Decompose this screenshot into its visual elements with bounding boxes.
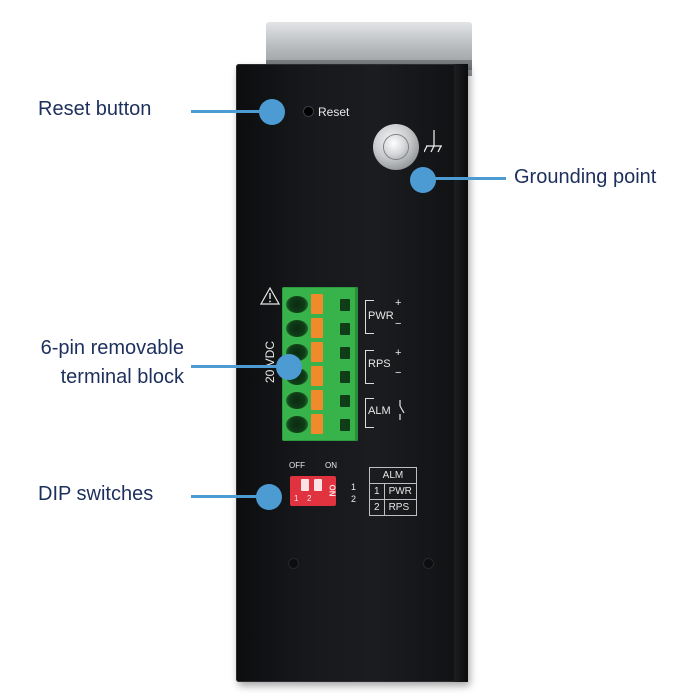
dip-number-2: 2	[307, 494, 312, 503]
alm-row-1-name: PWR	[383, 483, 417, 500]
pwr-bracket	[365, 300, 374, 334]
dip-row-1: 1	[351, 482, 357, 492]
terminal-lever-1	[311, 294, 323, 314]
dip-on-mark: ON	[327, 484, 337, 497]
terminal-screw-1	[286, 296, 308, 313]
alm-row-2-num: 2	[369, 499, 385, 516]
table-row: 1 PWR	[369, 483, 417, 500]
alm-bracket	[365, 398, 374, 428]
pwr-label: PWR	[368, 310, 394, 322]
alm-table-header: ALM	[369, 467, 417, 484]
terminal-screw-6	[286, 416, 308, 433]
terminal-lever-5	[311, 390, 323, 410]
terminal-screw-2	[286, 320, 308, 337]
dip-on-label: ON	[325, 461, 337, 470]
reset-button[interactable]	[304, 107, 313, 116]
mounting-foot-right	[423, 558, 434, 569]
callout-terminal-line2: terminal block	[60, 366, 184, 388]
alm-row-2-name: RPS	[383, 499, 417, 516]
callout-grounding-dot	[410, 167, 436, 193]
alm-table: ALM 1 PWR 2 RPS	[369, 467, 417, 516]
dip-off-label: OFF	[289, 461, 305, 470]
callout-terminal-dot	[276, 354, 302, 380]
relay-contact-icon	[399, 400, 405, 420]
terminal-lever-3	[311, 342, 323, 362]
terminal-wire-slot-3	[340, 347, 350, 359]
callout-terminal-line1: 6-pin removable	[40, 337, 184, 359]
terminal-screw-5	[286, 392, 308, 409]
terminal-wire-slot-1	[340, 299, 350, 311]
callout-dip: DIP switches	[38, 483, 154, 505]
dip-row-2: 2	[351, 494, 357, 504]
terminal-lever-4	[311, 366, 323, 386]
callout-grounding-line	[426, 177, 506, 180]
rps-label: RPS	[368, 358, 391, 370]
callout-terminal-line	[191, 365, 285, 368]
reset-label: Reset	[318, 105, 350, 119]
rps-bracket	[365, 350, 374, 384]
rps-positive: +	[395, 347, 402, 359]
terminal-wire-slot-2	[340, 323, 350, 335]
switch-panel-edge	[454, 64, 468, 682]
callout-dip-dot	[256, 484, 282, 510]
callout-reset-dot	[259, 99, 285, 125]
warning-icon	[260, 287, 280, 305]
callout-reset: Reset button	[38, 98, 152, 120]
voltage-label: 20 VDC	[263, 340, 277, 384]
pwr-positive: +	[395, 297, 402, 309]
pwr-negative: −	[395, 318, 402, 330]
ground-icon	[424, 130, 442, 153]
terminal-wire-slot-5	[340, 395, 350, 407]
dip-switch-1[interactable]	[301, 479, 309, 491]
alm-label: ALM	[368, 405, 391, 417]
terminal-lever-6	[311, 414, 323, 434]
callout-dip-line	[191, 495, 269, 498]
dip-switch[interactable]	[290, 476, 336, 506]
dip-number-1: 1	[294, 494, 299, 503]
terminal-wire-slot-4	[340, 371, 350, 383]
terminal-lever-2	[311, 318, 323, 338]
callout-grounding: Grounding point	[514, 166, 657, 188]
terminal-wire-slot-6	[340, 419, 350, 431]
dip-switch-2[interactable]	[314, 479, 322, 491]
callout-reset-line	[191, 110, 269, 113]
rps-negative: −	[395, 367, 402, 379]
alm-table-header-row: ALM	[369, 467, 417, 484]
mounting-foot-left	[288, 558, 299, 569]
grounding-screw[interactable]	[384, 135, 408, 159]
table-row: 2 RPS	[369, 499, 417, 516]
alm-row-1-num: 1	[369, 483, 385, 500]
